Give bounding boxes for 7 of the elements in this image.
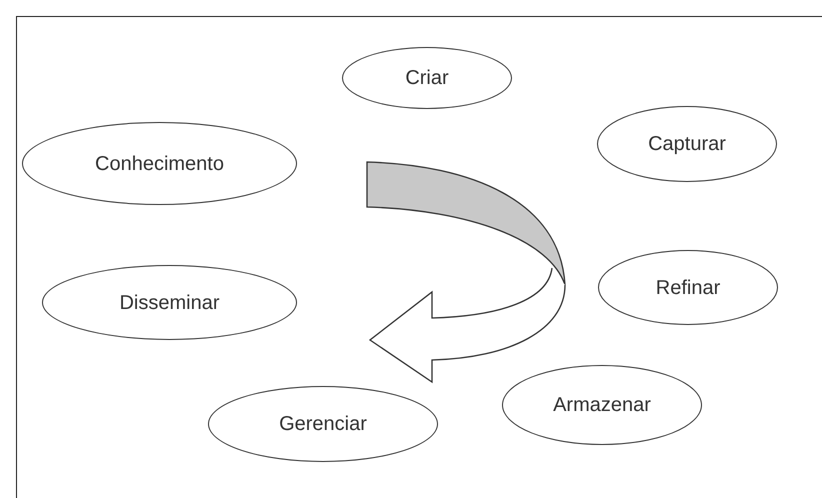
node-label: Capturar <box>648 132 726 157</box>
node-label: Refinar <box>656 276 720 300</box>
node-label: Conhecimento <box>95 152 224 176</box>
node-label: Gerenciar <box>279 412 367 437</box>
node-label: Disseminar <box>119 290 220 316</box>
node-label: Criar <box>405 66 449 91</box>
node-label: Armazenar <box>553 393 651 418</box>
